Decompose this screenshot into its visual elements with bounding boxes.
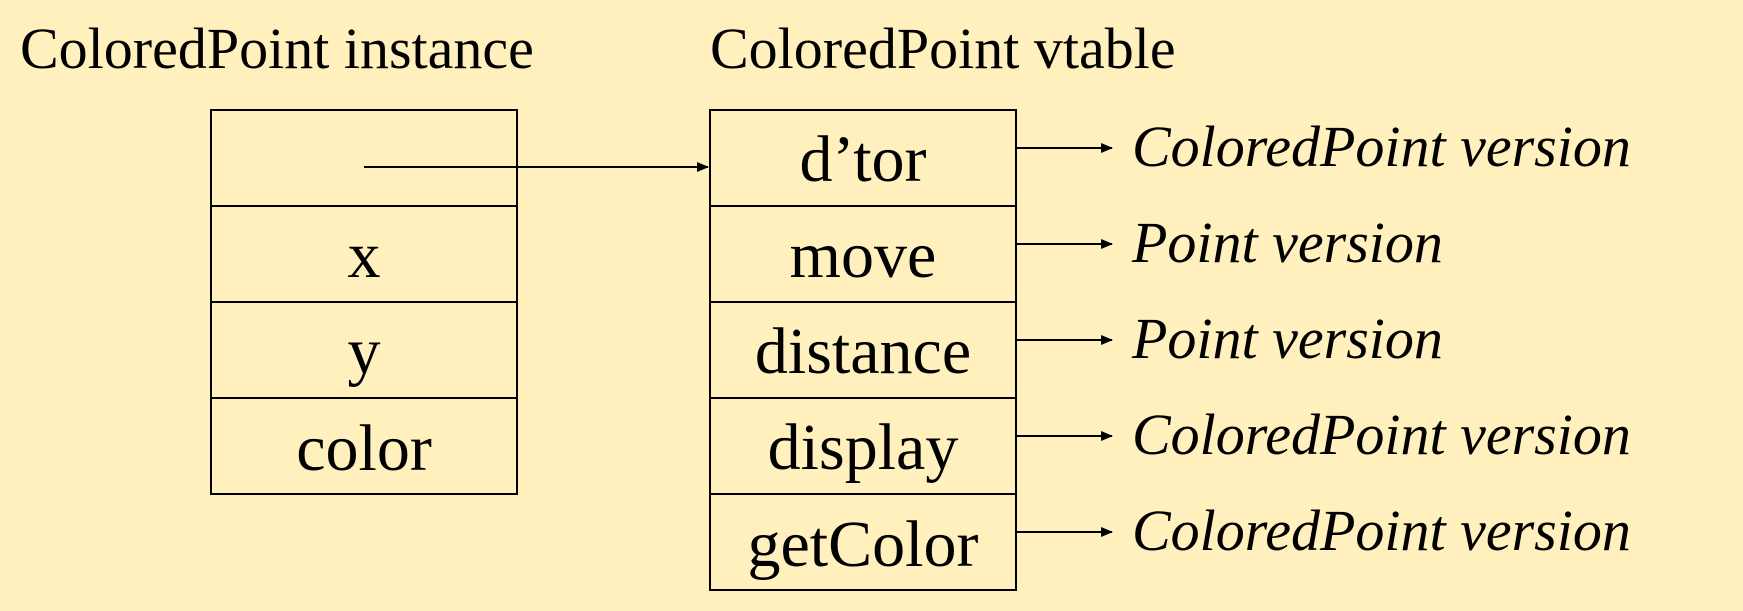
vtable-entry-label: display xyxy=(767,411,959,484)
vtable-entry-label: move xyxy=(789,219,937,292)
target-distance: Point version xyxy=(1132,306,1443,371)
target-dtor: ColoredPoint version xyxy=(1132,114,1631,179)
vtable-entry-display: display xyxy=(711,399,1015,495)
field-x-cell: x xyxy=(212,207,516,303)
target-getcolor: ColoredPoint version xyxy=(1132,498,1631,563)
vtable-box: d’tor move distance display getColor xyxy=(709,109,1017,591)
field-color-cell: color xyxy=(296,412,432,485)
vtable-entry-dtor: d’tor xyxy=(711,111,1015,207)
vtable-entry-label: distance xyxy=(754,315,972,388)
vtable-entry-move: move xyxy=(711,207,1015,303)
vtable-entry-getcolor: getColor xyxy=(711,495,1015,591)
target-display: ColoredPoint version xyxy=(1132,402,1631,467)
vtable-entry-label: getColor xyxy=(747,508,979,581)
vtable-entry-label: d’tor xyxy=(799,123,927,196)
instance-box: x y color xyxy=(210,109,518,495)
target-move: Point version xyxy=(1132,210,1443,275)
field-y-cell: y xyxy=(212,303,516,399)
vtable-entry-distance: distance xyxy=(711,303,1015,399)
vptr-cell xyxy=(212,111,516,207)
vtable-title: ColoredPoint vtable xyxy=(710,16,1176,81)
instance-title: ColoredPoint instance xyxy=(20,16,534,81)
